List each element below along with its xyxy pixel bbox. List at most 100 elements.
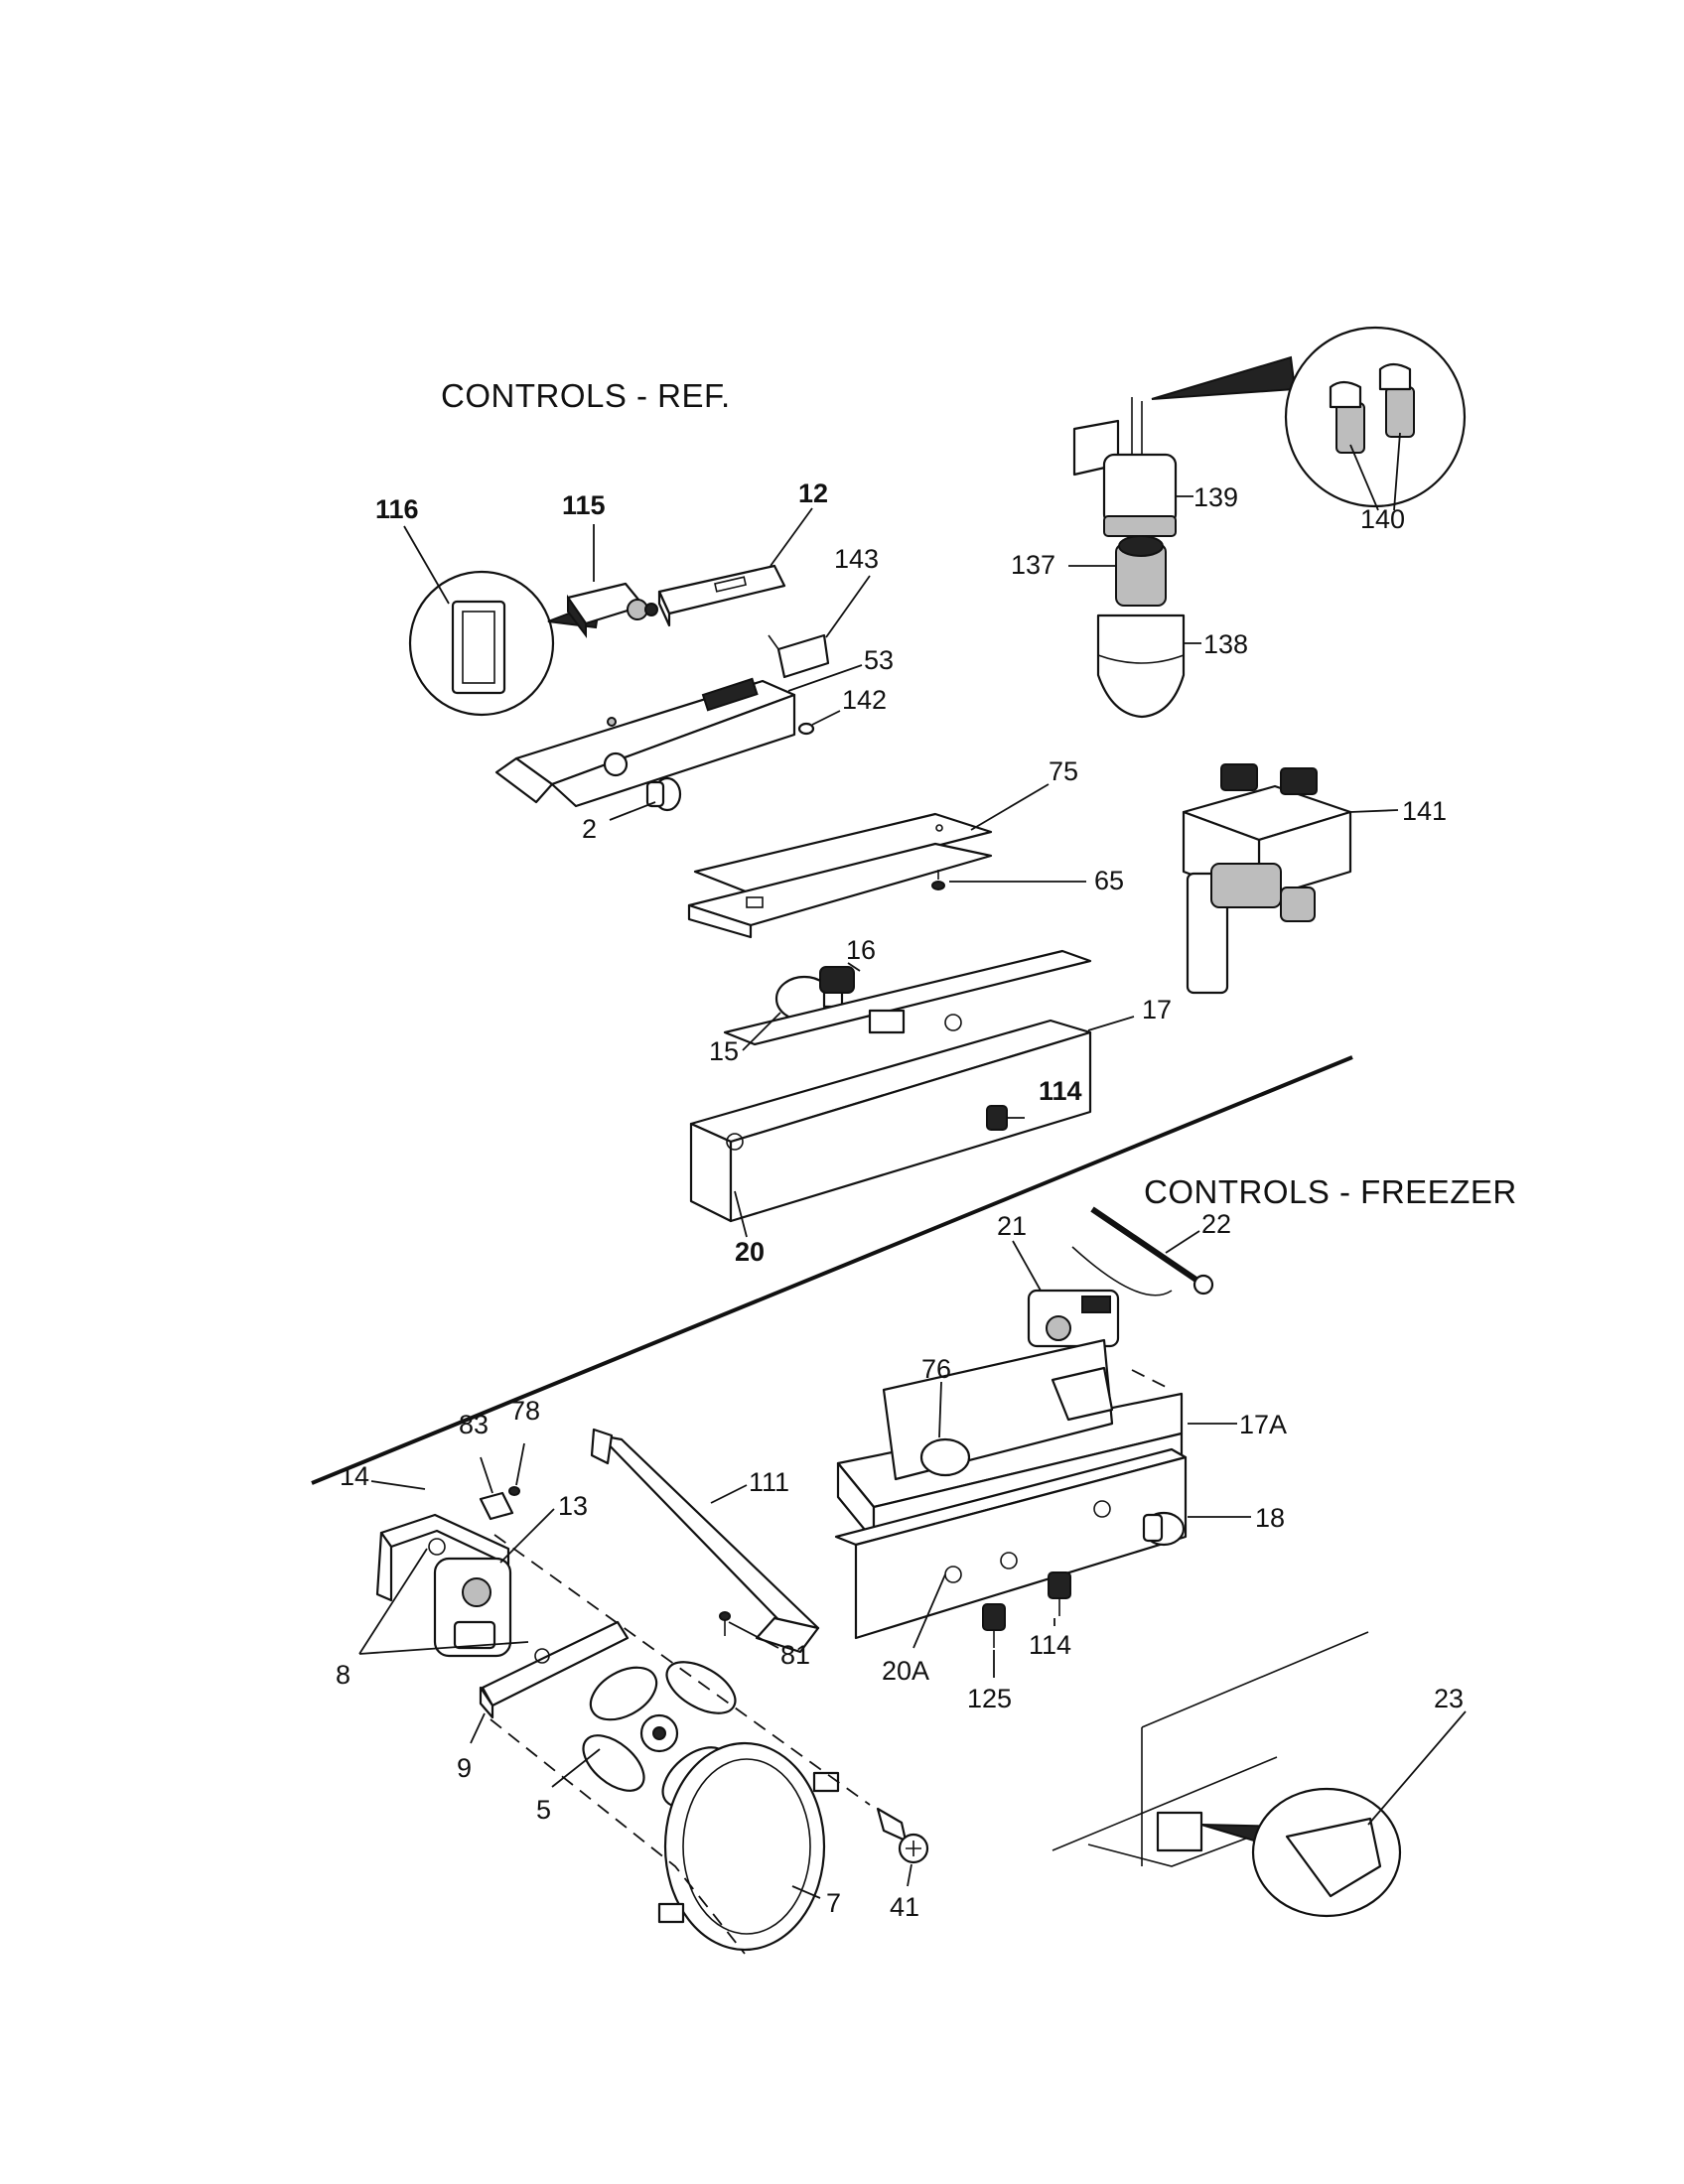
svg-text:116: 116 (375, 494, 419, 524)
section-title-ref: CONTROLS - REF. (441, 377, 731, 414)
part-17A-housing (834, 1338, 1188, 1640)
callout-114-freezer: 114 (1029, 1618, 1071, 1660)
svg-text:21: 21 (997, 1211, 1027, 1241)
part-18-knob (1142, 1511, 1186, 1547)
callout-65: 65 (949, 866, 1124, 895)
part-140-fittings (1151, 326, 1467, 508)
part-111-arm (590, 1428, 820, 1654)
svg-text:20A: 20A (882, 1656, 929, 1686)
part-138-filter-housing (1096, 614, 1186, 719)
part-65-screw (931, 870, 945, 890)
assembly-line-a (493, 1534, 871, 1806)
svg-text:7: 7 (826, 1888, 841, 1918)
part-125-switch (982, 1603, 1006, 1648)
callout-8: 8 (336, 1548, 529, 1690)
callout-142: 142 (811, 685, 887, 726)
callout-16: 16 (846, 935, 876, 972)
assembly-line-b (490, 1718, 746, 1955)
callout-143: 143 (825, 544, 879, 638)
svg-text:111: 111 (749, 1467, 789, 1497)
svg-text:115: 115 (562, 490, 606, 520)
callout-125: 125 (967, 1650, 1012, 1713)
callout-83: 83 (459, 1410, 493, 1494)
section-title-freezer: CONTROLS - FREEZER (1144, 1173, 1517, 1210)
part-13-motor (433, 1557, 512, 1658)
callout-141: 141 (1349, 796, 1447, 826)
svg-text:138: 138 (1203, 629, 1248, 659)
svg-text:142: 142 (842, 685, 887, 715)
part-2-knob (645, 776, 682, 812)
svg-text:125: 125 (967, 1684, 1012, 1713)
part-16-socket (819, 966, 855, 994)
callout-137: 137 (1011, 550, 1116, 580)
svg-text:5: 5 (536, 1795, 551, 1825)
part-22-sensor-tube (1071, 1206, 1214, 1297)
part-139-filter-head (1072, 397, 1178, 537)
callout-139: 139 (1176, 482, 1238, 512)
part-7-shroud (657, 1741, 840, 1952)
svg-text:53: 53 (864, 645, 894, 675)
callout-41: 41 (890, 1863, 919, 1922)
part-81-screw (719, 1611, 731, 1636)
part-137-filter-cartridge (1115, 535, 1167, 607)
callout-13: 13 (499, 1491, 588, 1564)
svg-text:81: 81 (780, 1640, 810, 1670)
callout-7: 7 (791, 1885, 841, 1918)
part-76-bulb (919, 1437, 971, 1477)
callout-140: 140 (1349, 432, 1405, 534)
callout-17A: 17A (1188, 1410, 1287, 1439)
svg-text:75: 75 (1049, 756, 1078, 786)
svg-text:8: 8 (336, 1660, 351, 1690)
svg-text:20: 20 (735, 1237, 765, 1267)
callout-12: 12 (770, 478, 828, 567)
section-separator (311, 1055, 1353, 1485)
svg-text:16: 16 (846, 935, 876, 965)
callout-21: 21 (997, 1211, 1042, 1292)
part-83-bracket (479, 1491, 514, 1521)
svg-text:83: 83 (459, 1410, 489, 1439)
part-143-clip (768, 633, 830, 679)
callout-111: 111 (710, 1467, 789, 1504)
callout-78: 78 (510, 1396, 540, 1486)
svg-text:65: 65 (1094, 866, 1124, 895)
svg-text:140: 140 (1360, 504, 1405, 534)
callout-2: 2 (582, 801, 656, 844)
part-21-thermostat (1027, 1289, 1120, 1348)
svg-text:78: 78 (510, 1396, 540, 1426)
svg-text:2: 2 (582, 814, 597, 844)
part-114-switch (1048, 1571, 1071, 1616)
part-114-pin (986, 1105, 1025, 1131)
callout-23: 23 (1367, 1684, 1467, 1826)
svg-text:141: 141 (1402, 796, 1447, 826)
svg-text:143: 143 (834, 544, 879, 574)
part-115-switch (566, 582, 658, 638)
svg-text:76: 76 (921, 1354, 951, 1384)
part-41-screw (876, 1807, 929, 1864)
part-141-valve (1182, 763, 1352, 995)
callout-14: 14 (340, 1461, 426, 1491)
part-116-gasket (408, 570, 602, 717)
part-23-sensor (1052, 1631, 1402, 1918)
svg-text:17: 17 (1142, 995, 1172, 1024)
svg-text:114: 114 (1039, 1076, 1082, 1106)
svg-text:137: 137 (1011, 550, 1055, 580)
svg-text:22: 22 (1201, 1209, 1231, 1239)
callout-76: 76 (921, 1354, 951, 1438)
callout-18: 18 (1188, 1503, 1285, 1533)
callout-115: 115 (562, 490, 606, 582)
part-78-screw (508, 1486, 520, 1496)
callout-5: 5 (536, 1748, 601, 1825)
callout-53: 53 (787, 645, 894, 692)
assembly-line-c (1131, 1369, 1173, 1391)
callout-9: 9 (457, 1712, 486, 1783)
part-53-bracket (494, 677, 796, 808)
part-5-fan-blade (582, 1661, 737, 1808)
svg-text:15: 15 (709, 1036, 739, 1066)
callout-81: 81 (728, 1621, 810, 1670)
part-12-cover (657, 564, 786, 627)
part-142-screw (797, 722, 815, 736)
svg-text:18: 18 (1255, 1503, 1285, 1533)
svg-text:9: 9 (457, 1753, 472, 1783)
svg-text:41: 41 (890, 1892, 919, 1922)
